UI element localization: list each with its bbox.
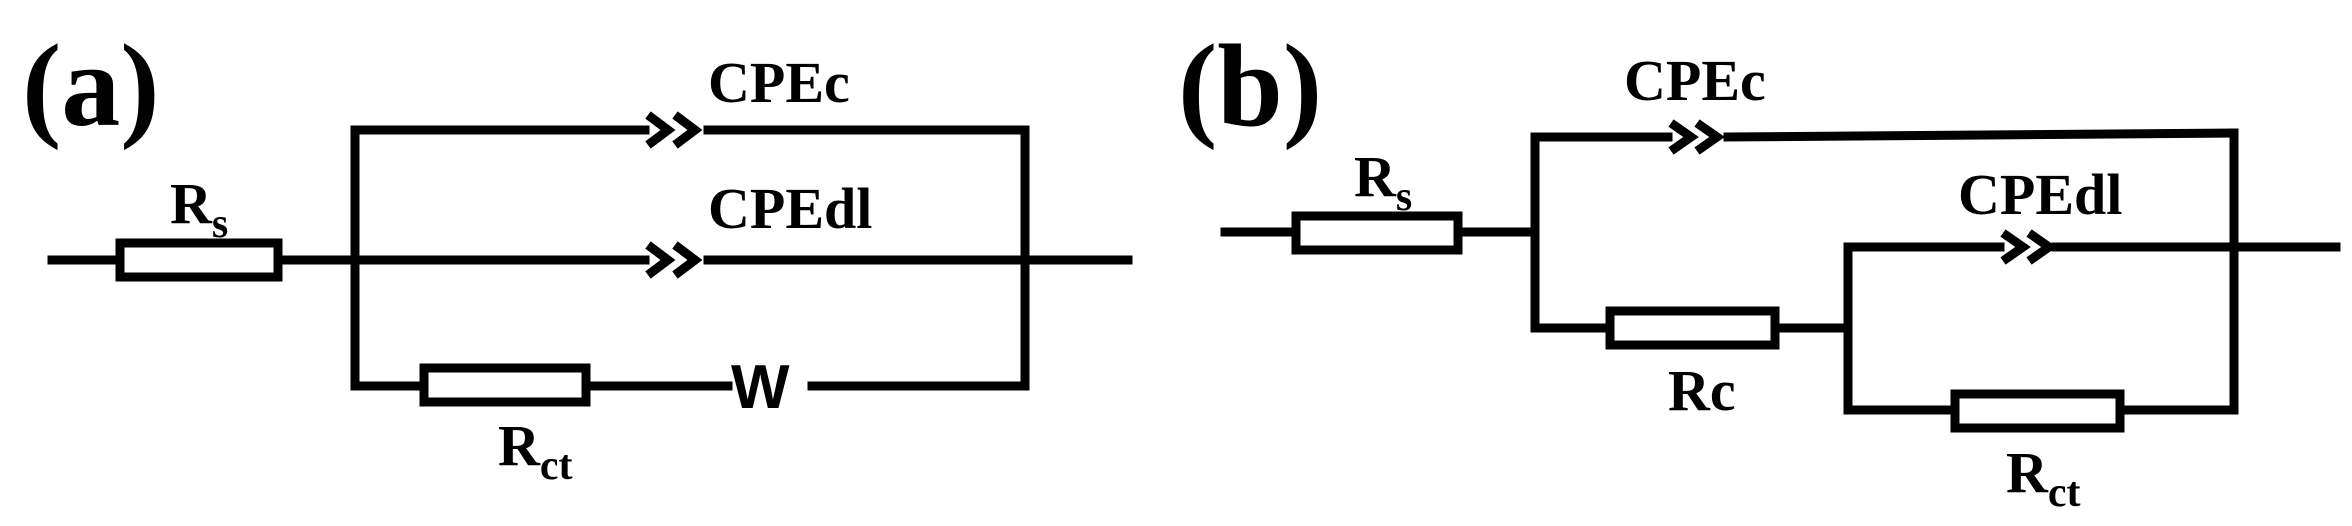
panel-a-rct-sub: ct: [540, 443, 573, 489]
panel-a-cpedl-label: CPEdl: [708, 176, 872, 241]
panel-b-rs-sub: s: [1396, 174, 1412, 220]
panel-b-rs-main: R: [1354, 144, 1397, 209]
panel-a-rs-sub: s: [212, 201, 228, 247]
panel-b-wires: [1220, 128, 2341, 415]
panel-a-cpec-label: CPEc: [708, 50, 850, 115]
panel-b-rs-label: Rs: [1354, 144, 1412, 220]
panel-b-rct-resistor: [1950, 389, 2125, 433]
panel-b-cpec-symbol: [1668, 119, 1725, 155]
panel-b-cpec-label: CPEc: [1624, 48, 1766, 113]
panel-a-cpec-symbol: [645, 111, 703, 149]
panel-b-rct-label: Rct: [2006, 440, 2081, 516]
panel-a-label: (a): [22, 20, 160, 151]
panel-a-cpedl-symbol: [645, 241, 703, 279]
panel-a: (a) Rs CPEc: [22, 20, 1133, 489]
panel-b-rs-resistor: [1291, 211, 1463, 255]
panel-b-rc-resistor: [1605, 306, 1780, 350]
panel-a-rs-label: Rs: [170, 171, 228, 247]
panel-a-warburg-element: W: [731, 353, 790, 422]
panel-a-rs-resistor: [115, 238, 283, 282]
panel-b-rct-sub: ct: [2048, 470, 2081, 516]
panel-a-wires: [47, 125, 1133, 391]
panel-b-cpedl-label: CPEdl: [1958, 162, 2122, 227]
panel-b-cpedl-symbol: [2000, 229, 2057, 265]
panel-b-label: (b): [1178, 20, 1322, 151]
panel-b: (b) Rs: [1178, 20, 2341, 516]
panel-b-rct-main: R: [2006, 440, 2049, 505]
panel-a-rct-label: Rct: [498, 413, 573, 489]
panel-a-rct-main: R: [498, 413, 541, 478]
panel-a-rs-main: R: [170, 171, 213, 236]
panel-b-rc-label: Rc: [1668, 358, 1736, 423]
panel-a-rct-resistor: [419, 363, 591, 407]
